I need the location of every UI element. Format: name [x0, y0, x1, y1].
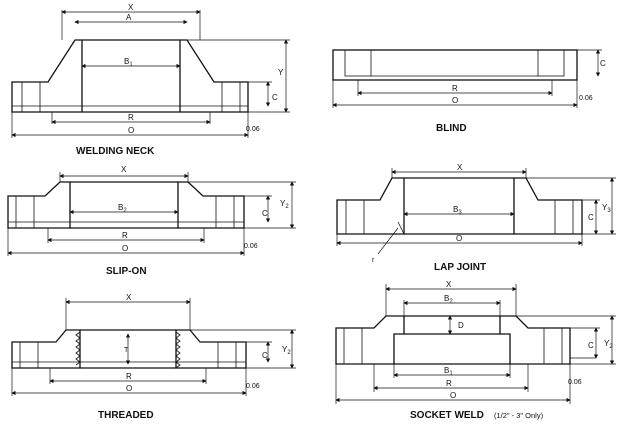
slip-on-diagram: X B2 R O Y2 C 0.06 SLIP-ON: [7, 165, 296, 277]
so-t-label: 0.06: [244, 243, 258, 250]
wn-a-label: A: [126, 13, 132, 22]
blind-r-label: R: [452, 84, 458, 93]
th-x-label: X: [126, 293, 132, 302]
lj-c-label: C: [588, 213, 594, 222]
wn-o-label: O: [128, 126, 134, 135]
blind-o-label: O: [452, 96, 458, 105]
welding-neck-diagram: X A B1 R O Y C 0.06 WELDING NECK: [11, 3, 290, 157]
wn-b-label: B1: [124, 57, 133, 68]
sw-b1-label: B1: [444, 366, 453, 377]
blind-t-label: 0.06: [579, 95, 593, 102]
so-c-label: C: [262, 209, 268, 218]
sw-d-label: D: [458, 321, 464, 330]
lap-joint-diagram: X B3 O Y3 C r LAP JOINT: [336, 163, 616, 273]
th-y-label: Y2: [282, 345, 291, 356]
blind-c-label: C: [600, 59, 606, 68]
sw-t-label: 0.06: [568, 379, 582, 386]
socket-weld-diagram: X B2 D B1 R O Y2 C 0.06 SOCKET WELD (1/2…: [335, 280, 616, 421]
sw-y-label: Y2: [604, 339, 613, 350]
th-o-label: O: [126, 384, 132, 393]
wn-t-label: 0.06: [246, 126, 260, 133]
blind-title: BLIND: [436, 123, 467, 134]
socket-weld-note: (1/2" - 3" Only): [494, 411, 544, 420]
so-r-label: R: [122, 231, 128, 240]
slip-on-title: SLIP-ON: [106, 266, 147, 277]
welding-neck-title: WELDING NECK: [76, 146, 155, 157]
lap-joint-title: LAP JOINT: [434, 262, 486, 273]
th-t-label: 0.06: [246, 383, 260, 390]
lj-b-label: B3: [453, 205, 462, 216]
lj-o-label: O: [456, 234, 462, 243]
socket-weld-title: SOCKET WELD: [410, 410, 484, 421]
lj-r-small-label: r: [372, 257, 375, 264]
wn-y-label: Y: [278, 68, 284, 77]
so-x-label: X: [121, 165, 127, 174]
so-o-label: O: [122, 244, 128, 253]
so-y-label: Y2: [280, 199, 289, 210]
blind-diagram: R O C 0.06 BLIND: [332, 49, 606, 134]
wn-r-label: R: [128, 113, 134, 122]
th-c-label: C: [262, 351, 268, 360]
sw-c-label: C: [588, 341, 594, 350]
lj-x-label: X: [457, 163, 463, 172]
lj-y-label: Y3: [602, 203, 611, 214]
so-b-label: B2: [118, 203, 127, 214]
sw-x-label: X: [446, 280, 452, 289]
sw-r-label: R: [446, 379, 452, 388]
sw-b2-label: B2: [444, 294, 453, 305]
th-t-mark: T: [124, 347, 129, 354]
th-r-label: R: [126, 372, 132, 381]
threaded-title: THREADED: [98, 410, 154, 421]
wn-x-label: X: [128, 3, 134, 12]
sw-o-label: O: [450, 391, 456, 400]
wn-c-label: C: [272, 93, 278, 102]
threaded-diagram: T X R O Y2 C 0.06 THREADED: [11, 293, 296, 421]
